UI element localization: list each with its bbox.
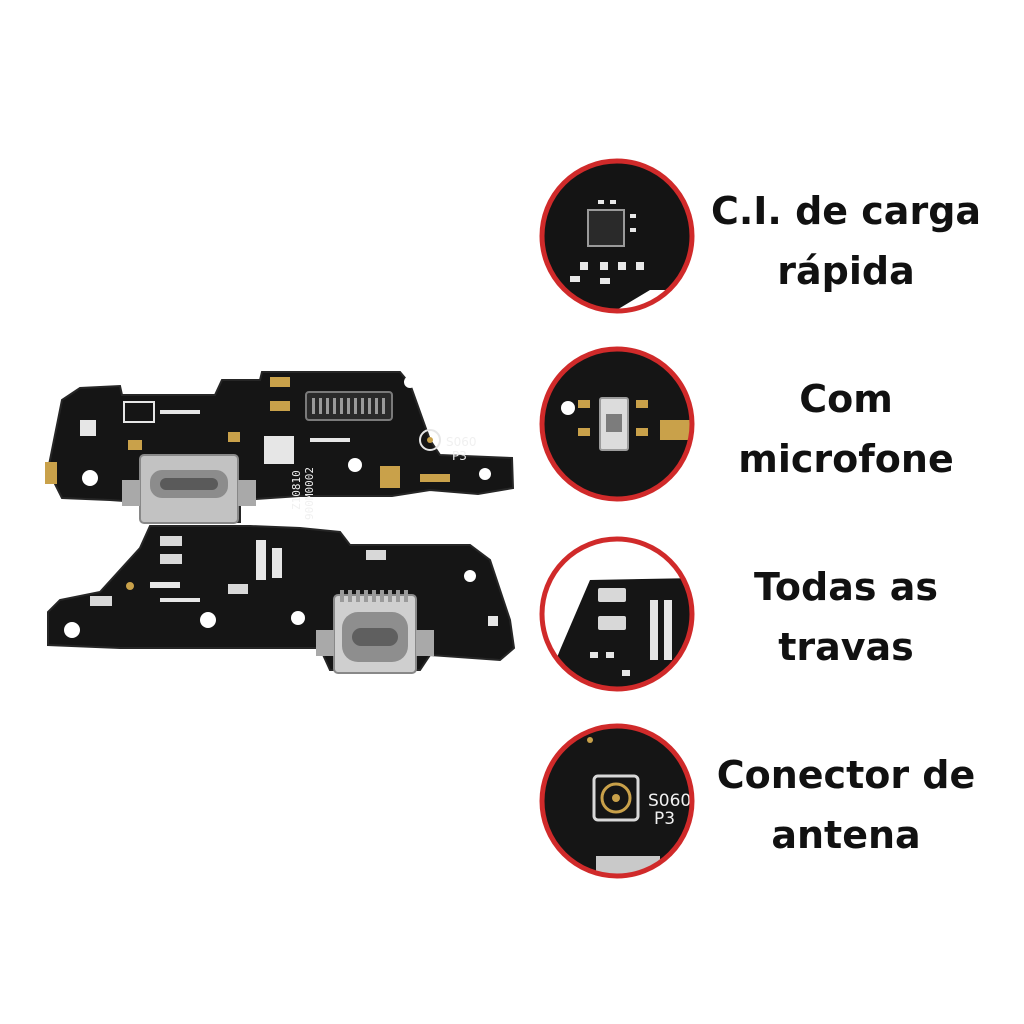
feature-label-line: Conector de: [716, 753, 976, 797]
feature-label-line: travas: [778, 625, 914, 669]
feature-label-line: microfone: [738, 437, 954, 481]
microphone-closeup: [539, 346, 695, 502]
latches-closeup: [539, 536, 695, 692]
pcb-bottom-outline: [47, 525, 516, 671]
feature-label-line: rápida: [777, 249, 915, 293]
charging-board-top: Z10810 900M0002 S060 P3: [45, 371, 515, 524]
feature-label-line: Todas as: [754, 565, 938, 609]
silkscreen-code-1: Z10810: [290, 470, 303, 510]
feature-label-microphone: Com microfone: [696, 369, 996, 489]
antenna-marking-top-2: P3: [452, 449, 467, 463]
fast-charge-ic-closeup: [539, 158, 695, 314]
antenna-marking-closeup-1: S060: [648, 791, 691, 811]
feature-label-line: Com: [799, 377, 893, 421]
antenna-marking-closeup-2: P3: [654, 809, 675, 829]
feature-label-latches: Todas as travas: [696, 557, 996, 677]
charging-board-bottom: [47, 525, 516, 674]
feature-label-antenna: Conector de antena: [696, 745, 996, 865]
silkscreen-code-2: 900M0002: [303, 467, 316, 520]
antenna-marking-top-1: S060: [446, 435, 477, 449]
feature-label-fast-charge: C.I. de carga rápida: [696, 181, 996, 301]
feature-label-line: antena: [771, 813, 921, 857]
feature-label-line: C.I. de carga: [710, 189, 982, 233]
antenna-connector-closeup: S060 P3: [539, 723, 695, 879]
